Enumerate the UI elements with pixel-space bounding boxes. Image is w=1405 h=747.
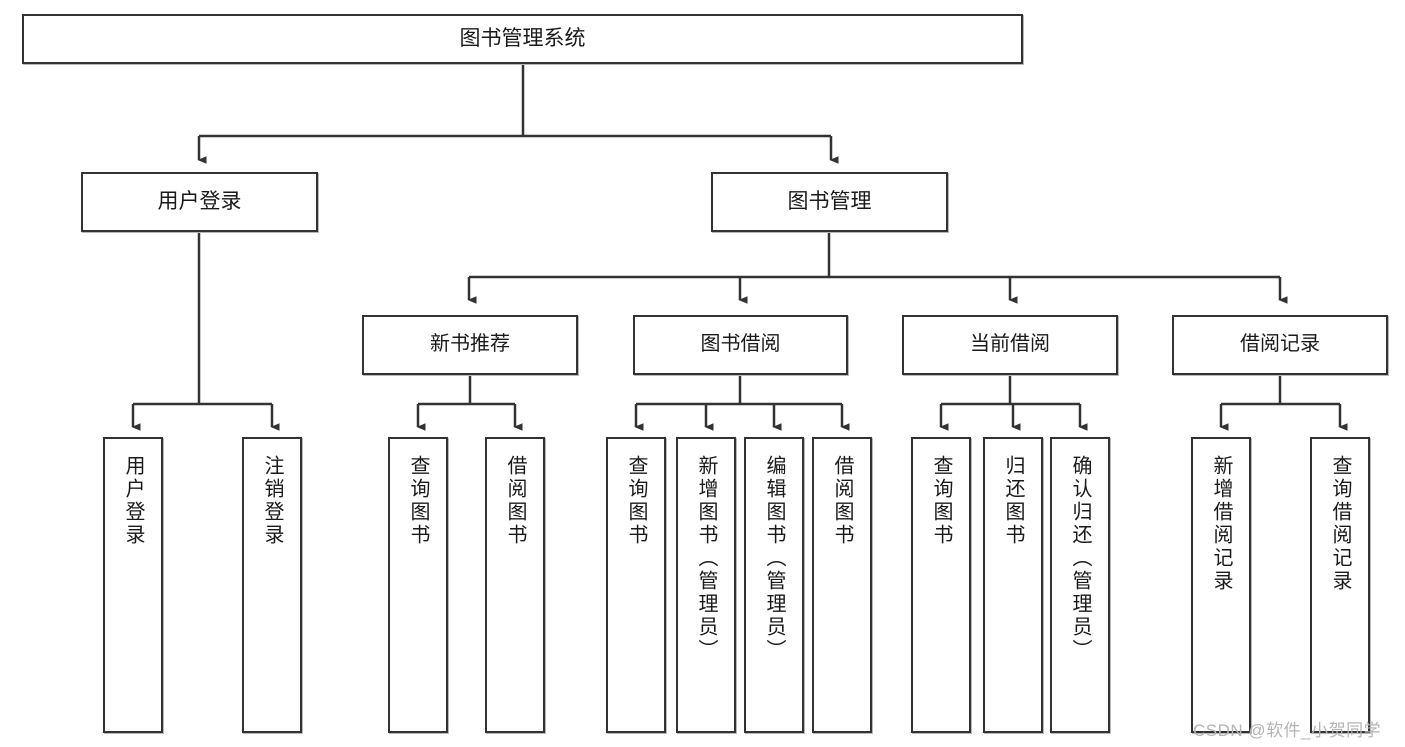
node-leaf[interactable]: 借阅图书 xyxy=(485,437,545,733)
node-leaf[interactable]: 注销登录 xyxy=(242,437,302,733)
node-leaf-label: 用户登录 xyxy=(122,455,144,547)
node-leaf-label: 查询图书 xyxy=(930,455,952,547)
node-borrow-record[interactable]: 借阅记录 xyxy=(1172,315,1388,375)
node-book-borrow[interactable]: 图书借阅 xyxy=(633,315,848,375)
node-leaf[interactable]: 查询图书 xyxy=(606,437,666,733)
node-book-management-label: 图书管理 xyxy=(787,189,872,213)
node-leaf[interactable]: 查询图书 xyxy=(388,437,448,733)
node-leaf[interactable]: 新增图书（管理员） xyxy=(676,437,736,733)
node-leaf-label: 编辑图书（管理员） xyxy=(763,455,785,662)
node-leaf-label: 借阅图书 xyxy=(831,455,853,547)
node-borrow-record-label: 借阅记录 xyxy=(1240,333,1320,356)
node-leaf-label: 借阅图书 xyxy=(504,455,526,547)
node-book-borrow-label: 图书借阅 xyxy=(700,333,781,356)
node-leaf-label: 查询图书 xyxy=(407,455,429,547)
node-user-login-label: 用户登录 xyxy=(157,189,242,213)
node-leaf[interactable]: 编辑图书（管理员） xyxy=(744,437,804,733)
node-leaf-label: 查询图书 xyxy=(625,455,647,547)
node-leaf[interactable]: 用户登录 xyxy=(103,437,163,733)
node-leaf[interactable]: 查询借阅记录 xyxy=(1310,437,1370,733)
node-leaf[interactable]: 查询图书 xyxy=(911,437,971,733)
node-leaf-label: 新增借阅记录 xyxy=(1210,455,1232,593)
node-leaf[interactable]: 确认归还（管理员） xyxy=(1050,437,1110,733)
node-current-borrow-label: 当前借阅 xyxy=(970,333,1050,356)
node-root-system[interactable]: 图书管理系统 xyxy=(22,14,1023,64)
node-leaf-label: 注销登录 xyxy=(261,455,283,547)
watermark-credit: CSDN @软件_小贺同学 xyxy=(1193,721,1382,740)
node-new-book-recommend[interactable]: 新书推荐 xyxy=(362,315,578,375)
node-root-system-label: 图书管理系统 xyxy=(459,26,586,50)
node-new-book-recommend-label: 新书推荐 xyxy=(430,333,510,356)
node-leaf[interactable]: 归还图书 xyxy=(983,437,1043,733)
node-leaf-label: 新增图书（管理员） xyxy=(695,455,717,662)
node-leaf-label: 归还图书 xyxy=(1002,455,1024,547)
node-leaf[interactable]: 借阅图书 xyxy=(812,437,872,733)
node-current-borrow[interactable]: 当前借阅 xyxy=(902,315,1118,375)
node-leaf-label: 查询借阅记录 xyxy=(1329,455,1351,593)
node-leaf[interactable]: 新增借阅记录 xyxy=(1191,437,1251,733)
node-book-management[interactable]: 图书管理 xyxy=(711,172,948,232)
node-leaf-label: 确认归还（管理员） xyxy=(1069,455,1091,662)
node-user-login[interactable]: 用户登录 xyxy=(81,172,318,232)
